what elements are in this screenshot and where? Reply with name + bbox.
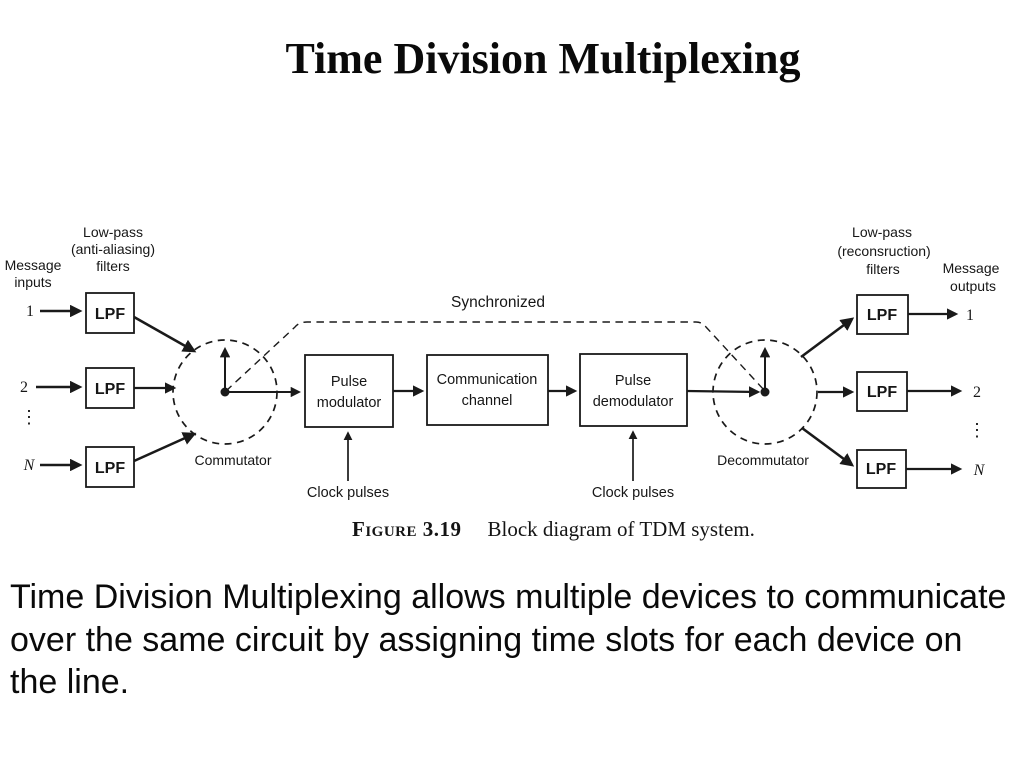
- lpf-box-input-n: [85, 446, 135, 488]
- lpf-label-input-2: LPF: [95, 381, 125, 398]
- pulse-modulator-line2: modulator: [317, 395, 382, 411]
- lowpass-left-line1: Low-pass: [83, 224, 143, 240]
- chain-arrows: [393, 385, 761, 398]
- message-inputs-line2: inputs: [14, 274, 51, 290]
- lpf-label-input-1: LPF: [95, 306, 125, 323]
- body-line-1: Time Division Multiplexing allows multip…: [10, 578, 1007, 616]
- communication-channel-line2: channel: [462, 393, 513, 409]
- pulse-demodulator-line2: demodulator: [593, 394, 674, 410]
- lowpass-left-line2: (anti-aliasing): [71, 241, 155, 257]
- lpf-box-output-2: [856, 371, 908, 412]
- body-line-3: the line.: [10, 663, 130, 701]
- input-arrows: [36, 304, 197, 472]
- lpf-label-output-2: LPF: [867, 384, 897, 401]
- input-n-label: N: [23, 457, 36, 474]
- decommutator-pivot-dot: [760, 387, 770, 397]
- pulse-modulator-box: [304, 354, 394, 428]
- lpf-box-output-n: [856, 449, 907, 489]
- lpf-box-output-1: [856, 294, 909, 335]
- clock-pulses-label-right: Clock pulses: [592, 485, 674, 501]
- body-line-2: over the same circuit by assigning time …: [10, 620, 963, 659]
- lowpass-reconstruction-label: Low-pass (reconsruction) filters: [837, 224, 930, 277]
- tdm-block-diagram: Synchronized Message inputs Low-pass (an…: [5, 224, 1000, 501]
- figure-caption-number: Figure 3.19: [352, 517, 462, 541]
- decommutator: Decommutator: [712, 339, 818, 468]
- commutator-label: Commutator: [194, 452, 271, 468]
- message-inputs-line1: Message: [5, 257, 62, 273]
- clock-pulses-modulator: Clock pulses: [307, 431, 389, 501]
- input-1-label: 1: [26, 303, 34, 320]
- lpf-label-input-n: LPF: [95, 460, 125, 477]
- lowpass-left-line3: filters: [96, 258, 129, 274]
- figure-caption: Figure 3.19 Block diagram of TDM system.: [352, 517, 755, 542]
- pulse-modulator-line1: Pulse: [331, 374, 367, 390]
- communication-channel-box: [426, 354, 549, 426]
- output-n-label: N: [973, 462, 986, 479]
- pulse-demodulator-box: [579, 353, 688, 427]
- figure-caption-text: Block diagram of TDM system.: [487, 517, 755, 541]
- output-1-label: 1: [966, 307, 974, 324]
- message-outputs-line1: Message: [943, 260, 1000, 276]
- lpf-label-output-1: LPF: [867, 307, 897, 324]
- input-2-label: 2: [20, 379, 28, 396]
- input-ellipsis: ⋮: [20, 407, 38, 427]
- commutator: Commutator: [172, 339, 302, 468]
- lowpass-right-line1: Low-pass: [852, 224, 912, 240]
- lowpass-right-line3: filters: [866, 261, 899, 277]
- synchronized-label: Synchronized: [451, 294, 545, 311]
- clock-pulses-label-left: Clock pulses: [307, 485, 389, 501]
- pulse-demodulator-line1: Pulse: [615, 373, 651, 389]
- output-arrows: [800, 308, 963, 475]
- output-2-label: 2: [973, 384, 981, 401]
- slide-title: Time Division Multiplexing: [285, 34, 801, 83]
- body-text: Time Division Multiplexing allows multip…: [10, 576, 1020, 704]
- lpf-label-output-n: LPF: [866, 461, 896, 478]
- decommutator-circle: [712, 339, 818, 445]
- lowpass-antialiasing-label: Low-pass (anti-aliasing) filters: [71, 224, 155, 274]
- lpf-box-input-1: [85, 292, 135, 334]
- communication-channel-line1: Communication: [437, 372, 538, 388]
- output-ellipsis: ⋮: [968, 420, 986, 440]
- decommutator-label: Decommutator: [717, 452, 809, 468]
- lowpass-right-line2: (reconsruction): [837, 243, 930, 259]
- message-inputs-label: Message inputs: [5, 257, 62, 290]
- clock-pulses-demodulator: Clock pulses: [592, 430, 674, 501]
- message-outputs-label: Message outputs: [943, 260, 1000, 294]
- synchronized-dashed-line: [225, 321, 765, 392]
- message-outputs-line2: outputs: [950, 278, 996, 294]
